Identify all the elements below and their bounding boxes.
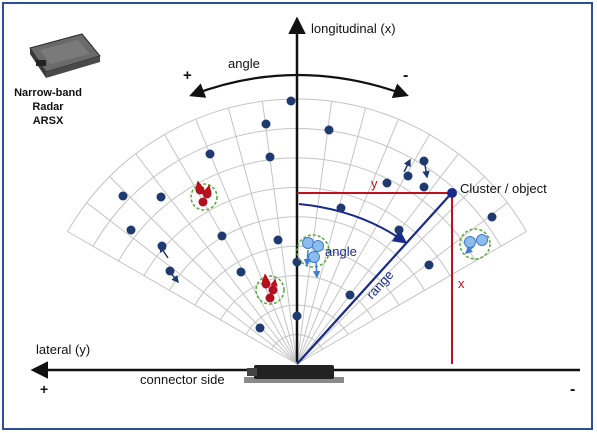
- radial-line: [227, 107, 298, 365]
- device-name-line1: Narrow-band: [14, 87, 82, 99]
- radial-line: [67, 231, 298, 365]
- detection-dot: [165, 266, 175, 276]
- detection-dot: [292, 257, 302, 267]
- lateral-label: lateral (y): [36, 342, 90, 357]
- radial-line: [296, 118, 399, 365]
- radial-line: [296, 231, 527, 365]
- detection-dot: [382, 178, 392, 188]
- x-dimension-label: x: [458, 276, 465, 291]
- angle-top-label: angle: [228, 56, 260, 71]
- radial-line: [261, 101, 298, 365]
- angle-inner-arc: [298, 203, 408, 244]
- blue-object-group-2: [459, 228, 491, 260]
- sensor-icon: [244, 365, 344, 383]
- device-name-line3: ARSX: [33, 115, 64, 127]
- diagram-frame: [2, 2, 593, 430]
- longitudinal-label: longitudinal (x): [311, 21, 396, 36]
- angle-arc-arrow: [189, 73, 409, 98]
- radial-line: [296, 101, 333, 365]
- plus-bottom: +: [40, 381, 48, 397]
- minus-top: -: [403, 67, 408, 84]
- radial-line: [109, 176, 298, 365]
- detection-dots: [118, 96, 497, 333]
- motion-arrows: [159, 158, 430, 284]
- detection-dot: [419, 156, 429, 166]
- detection-dot: [394, 225, 404, 235]
- radar-device-icon: [29, 33, 101, 78]
- radial-line: [296, 153, 459, 365]
- radial-line: [135, 153, 298, 365]
- cluster-label: Cluster / object: [460, 181, 547, 196]
- cluster-object-dot: [447, 188, 457, 198]
- plus-top: +: [183, 67, 192, 84]
- detection-dot: [205, 149, 215, 159]
- blue-object-group-1: [296, 234, 330, 279]
- detection-dot: [286, 96, 296, 106]
- red-object-group-2: [255, 273, 285, 305]
- detection-dot: [345, 290, 355, 300]
- detection-dot: [255, 323, 265, 333]
- device-name-line2: Radar: [32, 101, 64, 113]
- y-dimension-label: y: [371, 176, 378, 191]
- detection-dot: [236, 267, 246, 277]
- radial-line: [296, 176, 485, 365]
- detection-dot: [261, 119, 271, 129]
- radial-line: [86, 202, 298, 365]
- detection-dot: [336, 203, 346, 213]
- detection-dot: [273, 235, 283, 245]
- radial-line: [296, 107, 367, 365]
- range-line: [296, 195, 450, 365]
- detection-dot: [292, 311, 302, 321]
- detection-dot: [419, 182, 429, 192]
- radar-grid: [67, 98, 527, 365]
- detection-dot: [217, 231, 227, 241]
- radial-line: [164, 134, 298, 365]
- red-object-group-1: [190, 180, 218, 211]
- angle-inner-label: angle: [325, 244, 357, 259]
- detection-dot: [487, 212, 497, 222]
- minus-bottom: -: [570, 381, 575, 398]
- detection-dot: [324, 125, 334, 135]
- detection-dot: [156, 192, 166, 202]
- detection-dot: [403, 171, 413, 181]
- detection-dot: [424, 260, 434, 270]
- radial-line: [195, 118, 298, 365]
- connector-label: connector side: [140, 372, 225, 387]
- detection-dot: [126, 225, 136, 235]
- detection-dot: [118, 191, 128, 201]
- detection-dot: [265, 152, 275, 162]
